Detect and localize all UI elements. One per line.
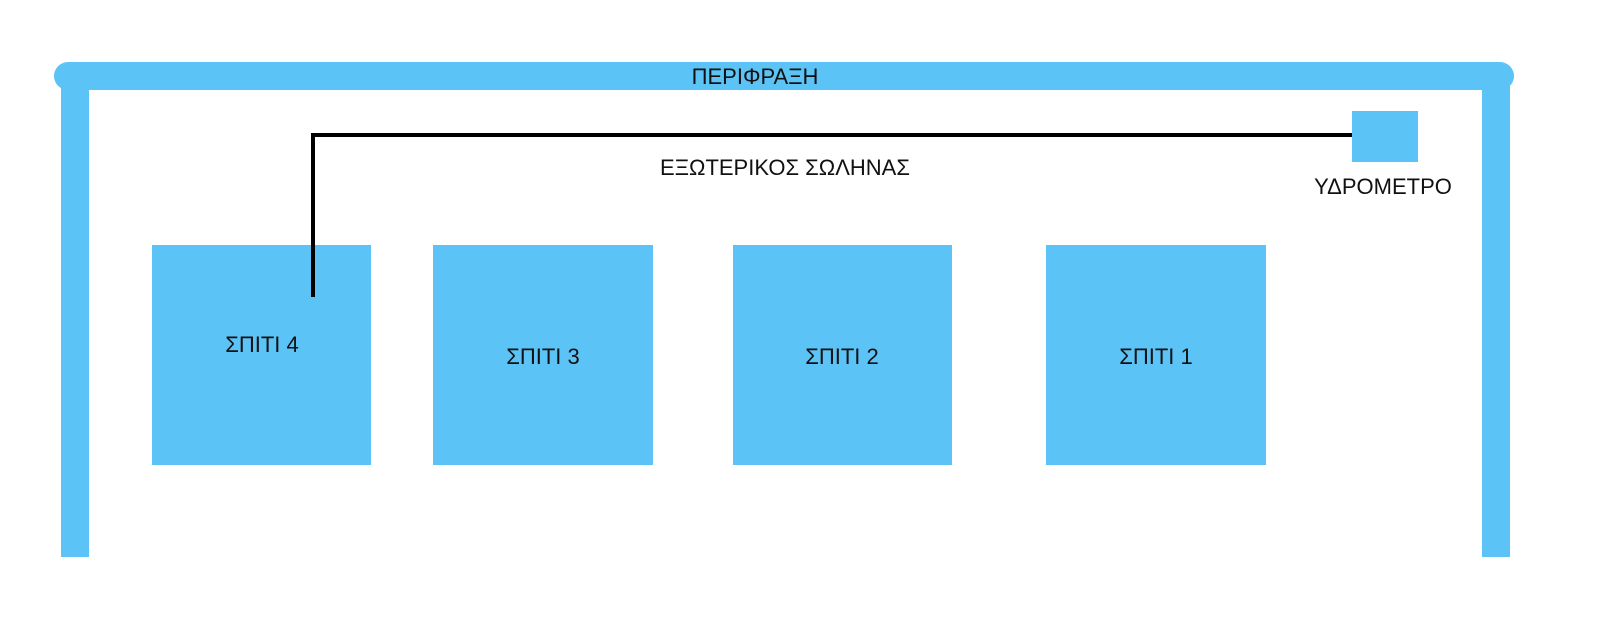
house-2 <box>733 245 952 465</box>
fence-label: ΠΕΡΙΦΡΑΞΗ <box>691 64 819 89</box>
water-meter <box>1352 111 1418 162</box>
house-1-label: ΣΠΙΤΙ 1 <box>1119 344 1193 369</box>
external-pipe-vertical <box>311 133 315 297</box>
fence-top <box>54 62 1514 90</box>
house-3-label: ΣΠΙΤΙ 3 <box>506 344 580 369</box>
meter-label: ΥΔΡΟΜΕΤΡΟ <box>1314 174 1452 199</box>
fence-right-post <box>1482 70 1510 557</box>
fence-left-post <box>61 70 89 557</box>
pipe-label: ΕΞΩΤΕΡΙΚΟΣ ΣΩΛΗΝΑΣ <box>660 155 910 180</box>
house-4-label: ΣΠΙΤΙ 4 <box>225 332 299 357</box>
external-pipe-horizontal <box>311 133 1352 137</box>
house-3 <box>433 245 653 465</box>
house-4 <box>152 245 371 465</box>
house-2-label: ΣΠΙΤΙ 2 <box>805 344 879 369</box>
house-1 <box>1046 245 1266 465</box>
